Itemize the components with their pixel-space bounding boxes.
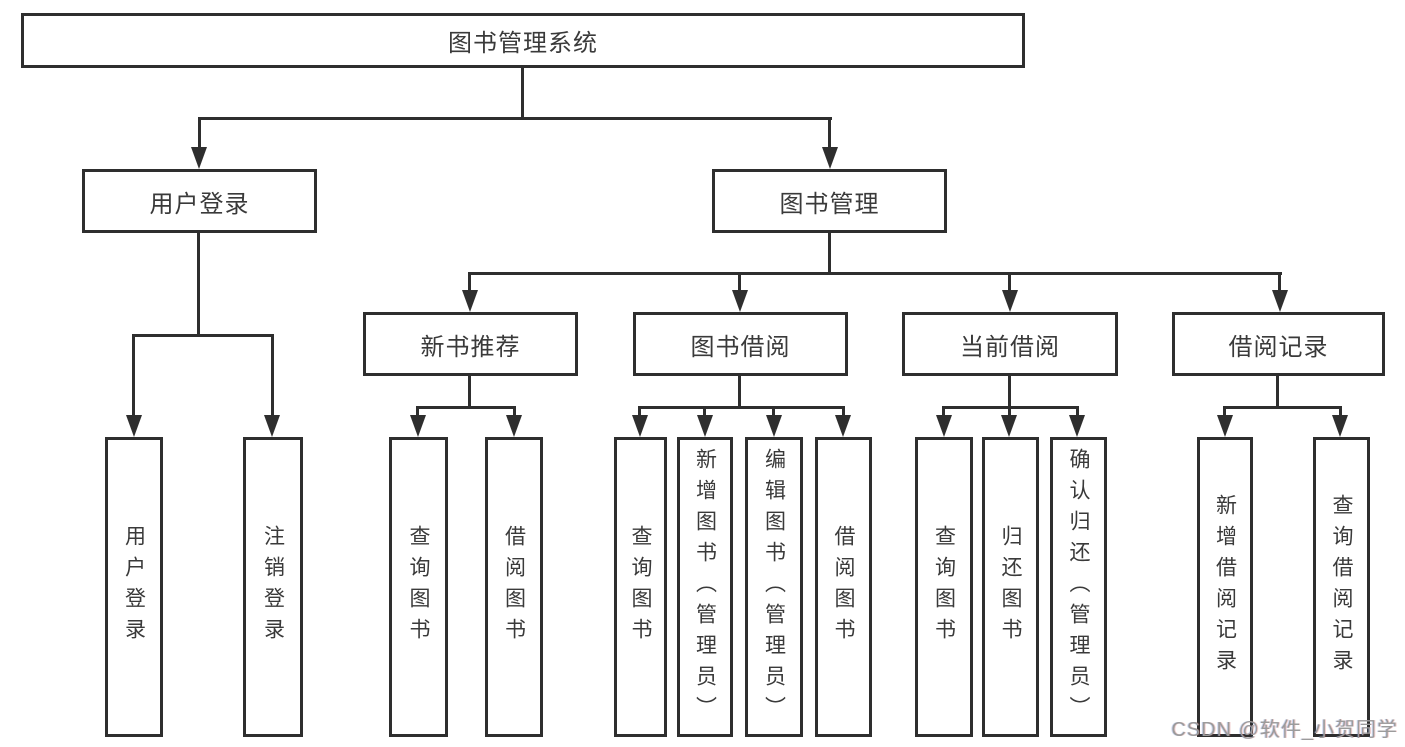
leaf-bb-add-books-label: 新增图书（管理员） xyxy=(693,447,717,727)
current-borrow-node: 当前借阅 xyxy=(902,312,1118,376)
connector-book-mgmt-drop xyxy=(828,233,831,275)
user-login-node-label: 用户登录 xyxy=(149,190,250,218)
borrow-records-label: 借阅记录 xyxy=(1228,333,1329,361)
connector-root-drop xyxy=(521,68,524,118)
leaf-cb-return-books-label: 归还图书 xyxy=(999,525,1022,649)
arrowhead-bb-add xyxy=(697,415,713,437)
connector-new-books-drop xyxy=(468,376,471,409)
leaf-bb-query-books: 查询图书 xyxy=(614,437,667,737)
connector-stem-user-login xyxy=(198,117,201,150)
new-book-recommend-node: 新书推荐 xyxy=(363,312,578,376)
root-node-label: 图书管理系统 xyxy=(448,30,598,57)
connector-stem-login-leaf xyxy=(132,334,135,418)
connector-stem-book-mgmt xyxy=(828,117,831,150)
connector-stem-cb-confirm xyxy=(1076,406,1079,417)
arrowhead-rc-query xyxy=(1332,415,1348,437)
connector-borrow-records-rail xyxy=(1223,406,1342,409)
connector-stem-book-borrow xyxy=(738,272,741,294)
connector-stem-new-books xyxy=(468,272,471,294)
leaf-nb-borrow-books: 借阅图书 xyxy=(485,437,543,737)
leaf-bb-edit-books-label: 编辑图书（管理员） xyxy=(762,447,786,727)
book-management-node-label: 图书管理 xyxy=(779,190,880,218)
leaf-nb-query-books-label: 查询图书 xyxy=(407,525,430,649)
connector-stem-bb-borrow xyxy=(842,406,845,417)
arrowhead-bb-edit xyxy=(766,415,782,437)
connector-user-login-drop xyxy=(197,233,200,337)
leaf-cb-query-books: 查询图书 xyxy=(915,437,973,737)
arrowhead-borrow-records xyxy=(1272,290,1288,312)
connector-book-borrow-drop xyxy=(738,376,741,409)
connector-stem-nb-borrow xyxy=(513,406,516,417)
leaf-cb-confirm-return-label: 确认归还（管理员） xyxy=(1067,447,1090,727)
leaf-rc-add-record-label: 新增借阅记录 xyxy=(1213,494,1237,680)
borrow-records-node: 借阅记录 xyxy=(1172,312,1385,376)
connector-current-borrow-drop xyxy=(1008,376,1011,409)
connector-level3-rail xyxy=(468,272,1282,275)
connector-borrow-records-drop xyxy=(1276,376,1279,409)
connector-book-borrow-rail xyxy=(638,406,845,409)
connector-stem-cb-return xyxy=(1008,406,1011,417)
leaf-bb-borrow-books: 借阅图书 xyxy=(815,437,872,737)
leaf-bb-add-books: 新增图书（管理员） xyxy=(677,437,733,737)
leaf-bb-edit-books: 编辑图书（管理员） xyxy=(745,437,803,737)
leaf-cb-confirm-return: 确认归还（管理员） xyxy=(1050,437,1107,737)
arrowhead-current-borrow xyxy=(1002,290,1018,312)
connector-stem-current-borrow xyxy=(1008,272,1011,294)
book-borrow-node: 图书借阅 xyxy=(633,312,848,376)
leaf-rc-query-record: 查询借阅记录 xyxy=(1313,437,1370,737)
arrowhead-login-leaf xyxy=(126,415,142,437)
connector-stem-borrow-records xyxy=(1278,272,1281,294)
arrowhead-cb-return xyxy=(1001,415,1017,437)
leaf-user-login-label: 用户登录 xyxy=(122,525,146,649)
leaf-rc-add-record: 新增借阅记录 xyxy=(1197,437,1253,737)
arrowhead-logout-leaf xyxy=(264,415,280,437)
connector-stem-bb-add xyxy=(703,406,706,417)
arrowhead-nb-borrow xyxy=(506,415,522,437)
leaf-logout: 注销登录 xyxy=(243,437,303,737)
new-book-recommend-label: 新书推荐 xyxy=(420,333,521,361)
book-management-node: 图书管理 xyxy=(712,169,947,233)
arrowhead-book-borrow xyxy=(732,290,748,312)
leaf-cb-query-books-label: 查询图书 xyxy=(932,525,956,649)
leaf-rc-query-record-label: 查询借阅记录 xyxy=(1330,494,1353,680)
arrowhead-bb-query xyxy=(632,415,648,437)
arrowhead-nb-query xyxy=(410,415,426,437)
current-borrow-label: 当前借阅 xyxy=(960,333,1060,361)
connector-stem-rc-query xyxy=(1339,406,1342,417)
leaf-nb-borrow-books-label: 借阅图书 xyxy=(502,525,526,649)
connector-level2-rail xyxy=(198,117,832,120)
user-login-node: 用户登录 xyxy=(82,169,317,233)
connector-new-books-rail xyxy=(416,406,516,409)
root-node: 图书管理系统 xyxy=(21,13,1025,68)
arrowhead-bb-borrow xyxy=(835,415,851,437)
arrowhead-book-mgmt xyxy=(822,147,838,169)
leaf-logout-label: 注销登录 xyxy=(261,525,285,649)
arrowhead-user-login xyxy=(191,147,207,169)
leaf-bb-query-books-label: 查询图书 xyxy=(629,525,652,649)
arrowhead-new-books xyxy=(462,290,478,312)
leaf-nb-query-books: 查询图书 xyxy=(389,437,448,737)
connector-user-login-rail xyxy=(132,334,274,337)
arrowhead-rc-add xyxy=(1217,415,1233,437)
leaf-user-login: 用户登录 xyxy=(105,437,163,737)
arrowhead-cb-query xyxy=(936,415,952,437)
connector-stem-bb-edit xyxy=(772,406,775,417)
connector-stem-rc-add xyxy=(1223,406,1226,417)
connector-stem-bb-query xyxy=(638,406,641,417)
arrowhead-cb-confirm xyxy=(1069,415,1085,437)
book-borrow-label: 图书借阅 xyxy=(690,333,791,361)
leaf-cb-return-books: 归还图书 xyxy=(982,437,1039,737)
connector-stem-logout-leaf xyxy=(271,334,274,418)
connector-stem-nb-query xyxy=(416,406,419,417)
leaf-bb-borrow-books-label: 借阅图书 xyxy=(832,525,855,649)
connector-stem-cb-query xyxy=(942,406,945,417)
csdn-watermark: CSDN @软件_小贺同学 xyxy=(1171,719,1398,741)
